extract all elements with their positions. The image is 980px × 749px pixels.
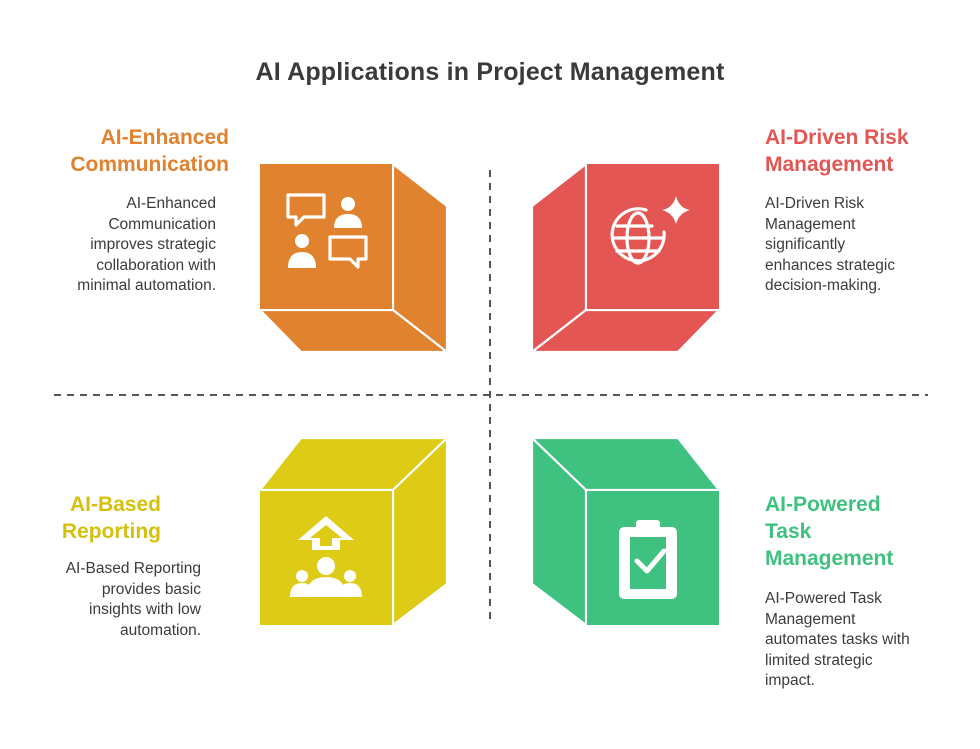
team-growth-icon: [290, 516, 362, 597]
reporting-cube: [258, 436, 449, 627]
task-desc-line: automates tasks with: [765, 631, 910, 648]
risk-desc-line: significantly: [765, 236, 846, 253]
communication-description: AI-Enhanced Communication improves strat…: [30, 194, 216, 297]
communication-title-line2: Communication: [70, 153, 229, 176]
communication-title: AI-Enhanced Communication: [40, 124, 229, 178]
clipboard-check-icon: [619, 520, 677, 599]
reporting-desc-line: automation.: [120, 621, 201, 639]
communication-desc-line: minimal automation.: [77, 277, 216, 294]
communication-desc-line: improves strategic: [90, 236, 216, 253]
reporting-desc-line: AI-Based Reporting: [65, 560, 201, 577]
risk-desc-line: AI-Driven Risk: [765, 195, 865, 212]
task-title-line1: AI-Powered: [765, 493, 881, 516]
globe-sparkle-icon: [610, 196, 690, 265]
risk-description: AI-Driven Risk Management significantly …: [765, 194, 965, 297]
risk-cube: [530, 162, 721, 354]
communication-front-square: [260, 164, 393, 310]
communication-desc-line: AI-Enhanced: [126, 195, 216, 212]
task-description: AI-Powered Task Management automates tas…: [765, 589, 970, 692]
page-title: AI Applications in Project Management: [255, 58, 725, 86]
communication-title-line1: AI-Enhanced: [100, 126, 229, 149]
reporting-title-line2: Reporting: [61, 520, 161, 543]
communication-desc-line: collaboration with: [96, 256, 216, 274]
chat-people-icon: [286, 193, 368, 269]
task-title-line2: Task: [765, 520, 812, 543]
task-desc-line: impact.: [765, 672, 815, 689]
task-title-line3: Management: [765, 547, 894, 570]
reporting-description: AI-Based Reporting provides basic insigh…: [30, 559, 201, 641]
task-desc-line: limited strategic: [765, 651, 873, 669]
task-desc-line: Management: [765, 610, 856, 628]
risk-desc-line: enhances strategic: [765, 256, 896, 274]
task-cube: [530, 436, 721, 627]
task-desc-line: AI-Powered Task: [765, 590, 882, 607]
reporting-desc-line: insights with low: [89, 601, 201, 618]
communication-cube: [258, 162, 449, 354]
risk-desc-line: Management: [765, 215, 856, 233]
reporting-title: AI-Based Reporting: [40, 491, 161, 545]
communication-desc-line: Communication: [108, 215, 216, 233]
risk-title-line1: AI-Driven Risk: [765, 126, 909, 149]
reporting-title-line1: AI-Based: [69, 493, 161, 516]
risk-title-line2: Management: [765, 153, 894, 176]
task-title: AI-Powered Task Management: [765, 491, 965, 572]
risk-title: AI-Driven Risk Management: [765, 124, 965, 178]
risk-desc-line: decision-making.: [765, 277, 882, 294]
reporting-desc-line: provides basic: [101, 580, 201, 598]
